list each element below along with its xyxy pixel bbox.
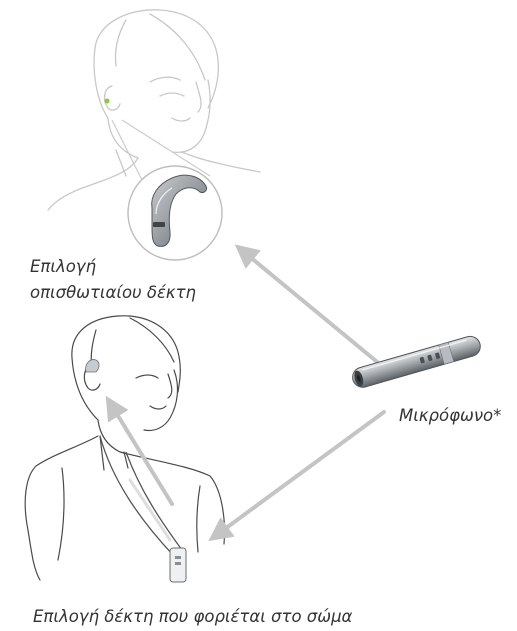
microphone-device [350,334,482,390]
label-bte-receiver-line2: οπισθωτιαίου δέκτη [30,280,196,306]
bte-hearing-aid-dot [105,99,110,104]
arrow-to-bte [244,252,382,366]
arrow-to-body [218,412,384,534]
body-worn-receiver-device [170,548,186,582]
bottom-hearing-aid [86,360,99,372]
label-bte-receiver-line1: Επιλογή [30,254,196,280]
label-bte-receiver: Επιλογή οπισθωτιαίου δέκτη [30,254,196,305]
bottom-person-figure [25,316,224,580]
label-body-worn-receiver: Επιλογή δέκτη που φοριέται στο σώμα [33,604,352,630]
arrow-to-head [112,406,172,504]
label-microphone: Μικρόφωνο* [399,403,501,429]
